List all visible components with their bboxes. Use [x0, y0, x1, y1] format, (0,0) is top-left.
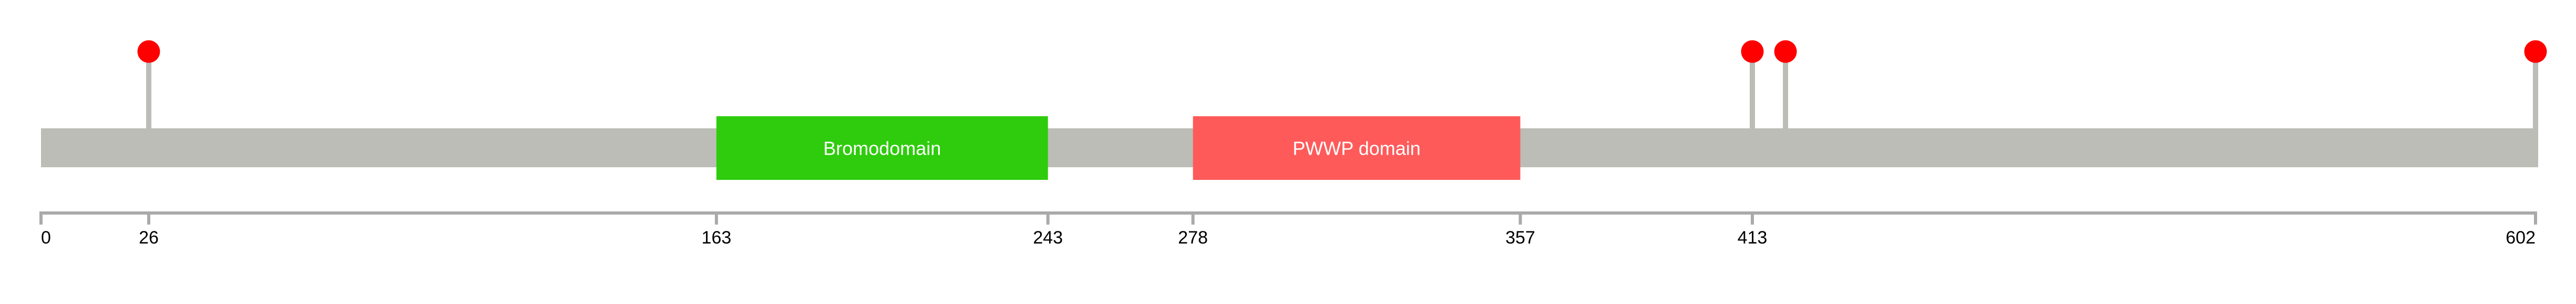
axis-tick [1046, 211, 1050, 225]
domain-box[interactable]: Bromodomain [716, 116, 1048, 180]
axis-baseline [41, 211, 2536, 215]
axis-tick [1750, 211, 1754, 225]
axis-tick [715, 211, 719, 225]
marker-stem [2533, 52, 2538, 167]
position-axis-layer: 0 26 163 243 278 357 413 602 [39, 211, 2537, 248]
axis-tick-label: 357 [1505, 228, 1535, 248]
axis-tick [1518, 211, 1522, 225]
axis-tick-label: 0 [41, 228, 51, 248]
domain-label: Bromodomain [823, 138, 941, 159]
axis-tick-label: 163 [702, 228, 732, 248]
axis-tick-label: 26 [139, 228, 159, 248]
marker-stem [1783, 52, 1789, 167]
marker-heads-layer [137, 40, 2547, 63]
lollipop-marker[interactable] [1741, 40, 1764, 63]
axis-tick-label: 243 [1033, 228, 1063, 248]
axis-tick-label: 278 [1178, 228, 1208, 248]
axis-tick [1191, 211, 1195, 225]
lollipop-marker[interactable] [137, 40, 160, 63]
axis-tick [147, 211, 150, 225]
axis-tick-label: 602 [2506, 228, 2536, 248]
lollipop-marker[interactable] [2524, 40, 2547, 63]
domain-boxes-layer: Bromodomain PWWP domain [716, 116, 1521, 180]
marker-stem [1749, 52, 1755, 167]
domain-box[interactable]: PWWP domain [1193, 116, 1521, 180]
axis-tick [2534, 211, 2537, 225]
lollipop-marker[interactable] [1774, 40, 1797, 63]
marker-stems-layer [146, 52, 2538, 167]
domain-box-rect[interactable] [1193, 116, 1521, 180]
axis-tick-label: 413 [1738, 228, 1768, 248]
marker-stem [146, 52, 151, 167]
domain-label: PWWP domain [1292, 138, 1420, 159]
domain-box-rect[interactable] [716, 116, 1048, 180]
axis-tick [39, 211, 43, 225]
